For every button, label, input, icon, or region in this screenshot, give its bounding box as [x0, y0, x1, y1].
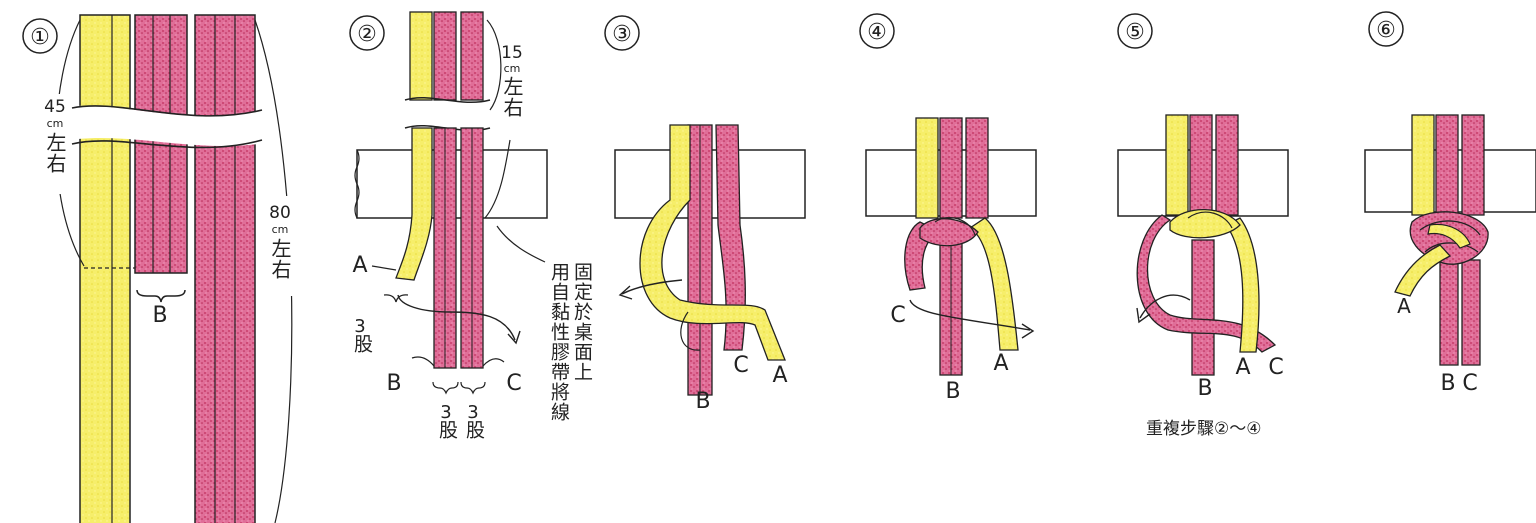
step-2-label-c: C — [506, 371, 521, 396]
step-1-short-length-unit: cm — [47, 117, 64, 130]
step-2-note-column-1: 固定於桌面上 — [571, 262, 593, 382]
step-1-long-length-unit: cm — [272, 223, 289, 236]
yellow-cord — [79, 14, 131, 523]
step-5-label-b: B — [1197, 376, 1212, 401]
step-3-label-c: C — [733, 353, 748, 378]
step-3: ③ B C A — [604, 15, 806, 414]
step-2-length-text: 左右 — [500, 76, 524, 118]
step-6-number: ⑥ — [1376, 18, 1396, 43]
step-2-length-unit: cm — [504, 62, 521, 75]
step-6-label-a: A — [1397, 294, 1411, 318]
step-1-short-length-text: 左右 — [43, 132, 67, 174]
step-1-short-length-number: 45 — [44, 97, 66, 117]
step-1-number: ① — [30, 25, 50, 50]
step-3-label-a: A — [772, 363, 787, 388]
step-3-label-b: B — [695, 389, 710, 414]
step-2-note-column-2: 用自黏性膠帶將線 — [548, 262, 570, 422]
step-2-strands-a-number: 3 — [354, 316, 365, 337]
step-1-long-length-number: 80 — [269, 203, 291, 223]
step-6: ⑥ A B C — [1364, 11, 1536, 396]
pink-cord-long — [194, 14, 256, 523]
step-1: ① B 45 cm 80 cm — [22, 14, 297, 523]
step-4: ④ C B A — [859, 13, 1037, 404]
step-2-strands-b-number: 3 — [440, 402, 451, 423]
step-4-label-b: B — [945, 379, 960, 404]
step-5: ⑤ B A C — [1117, 13, 1289, 401]
pink-cord-short — [134, 14, 188, 274]
step-2-number: ② — [357, 22, 377, 47]
step-6-label-c: C — [1462, 371, 1477, 396]
step-3-number: ③ — [612, 22, 632, 47]
step-2-label-a: A — [352, 253, 367, 278]
step-2-strands-a-text: 股 — [351, 334, 373, 354]
step-2-strands-c-text: 股 — [463, 420, 485, 440]
step-6-label-b: B — [1440, 371, 1455, 396]
step-1-label-b: B — [152, 303, 167, 328]
step-2: ② 15 cm A 3 B C — [349, 11, 548, 423]
step-5-caption: 重複步驟②〜④ — [1146, 419, 1262, 439]
step-2-strands-c-number: 3 — [467, 402, 478, 423]
step-5-label-a: A — [1235, 355, 1250, 380]
step-1-long-length-text: 左右 — [268, 238, 292, 280]
step-5-number: ⑤ — [1125, 20, 1145, 45]
step-4-label-a: A — [993, 351, 1008, 376]
step-4-number: ④ — [867, 20, 887, 45]
step-2-length-number: 15 — [501, 43, 523, 63]
step-4-label-c: C — [890, 303, 905, 328]
step-5-label-c: C — [1268, 355, 1283, 380]
step-2-strands-b-text: 股 — [436, 420, 458, 440]
step-1-circle — [22, 18, 58, 54]
step-2-label-b: B — [386, 371, 401, 396]
